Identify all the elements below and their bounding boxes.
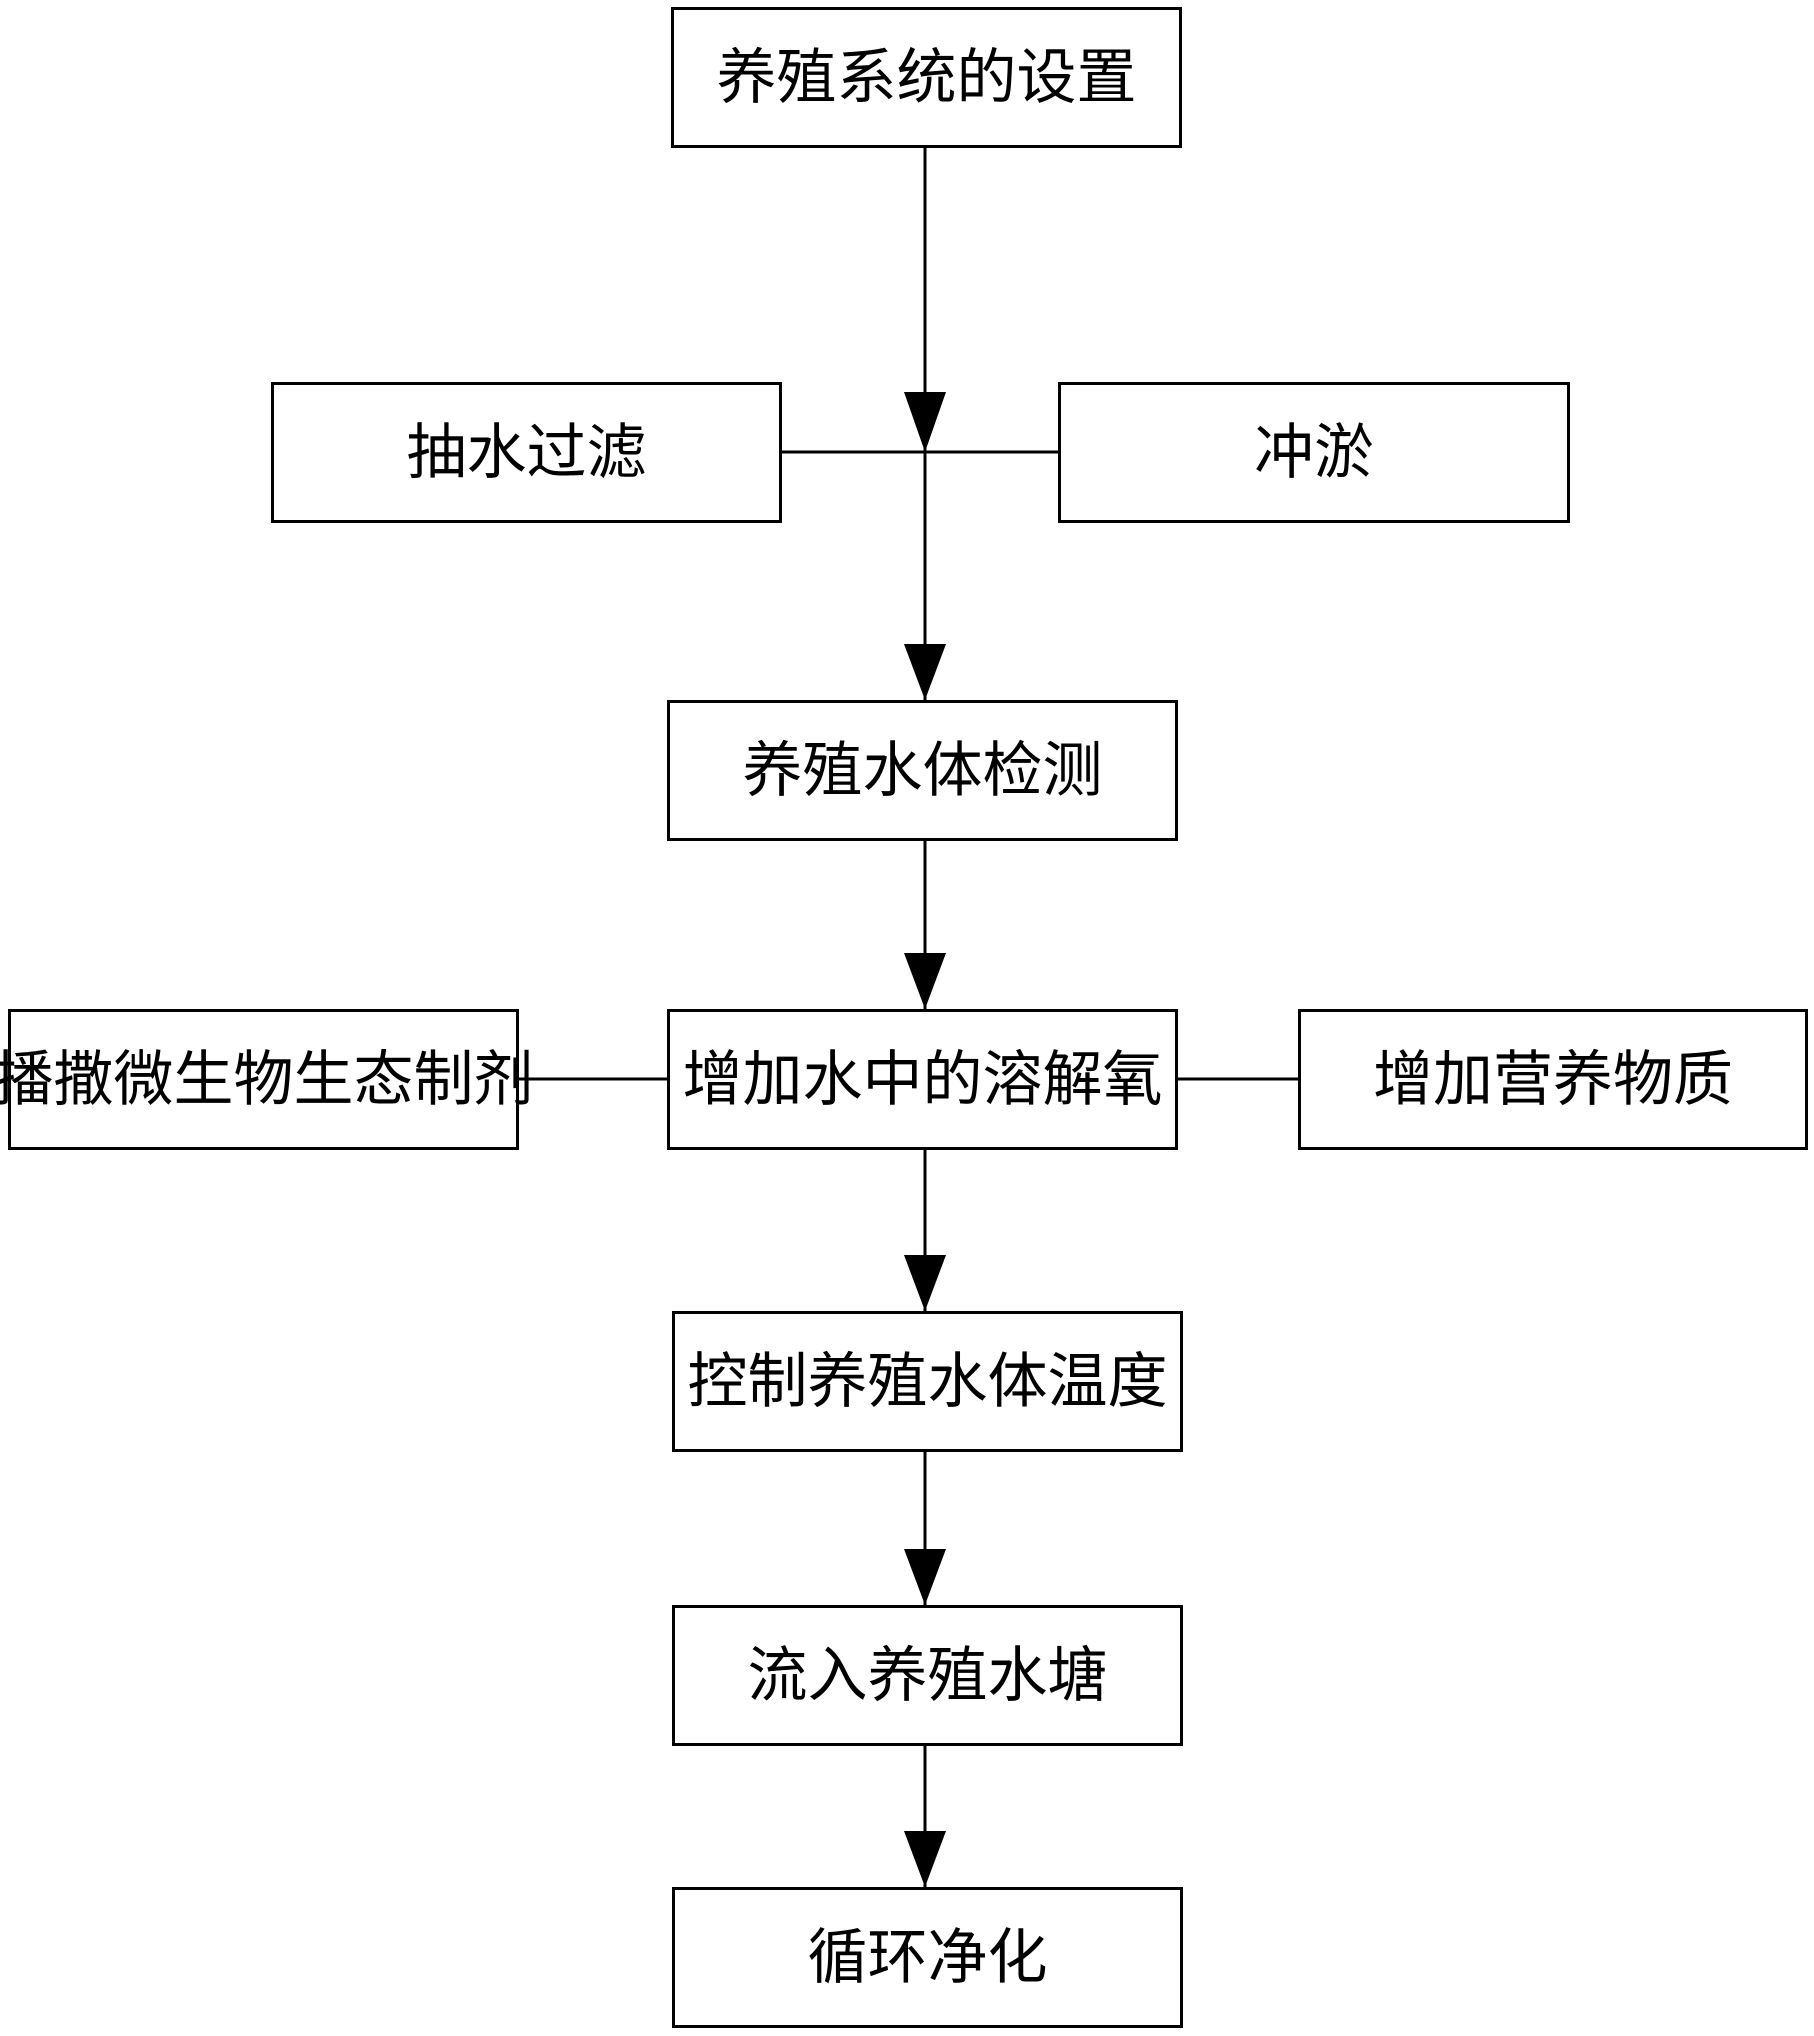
node-water-test-label: 养殖水体检测 [742, 735, 1103, 806]
arrowhead-setup-junction [904, 392, 946, 452]
node-purify: 循环净化 [672, 1887, 1183, 2028]
node-microbe: 播撒微生物生态制剂 [0, 1009, 534, 1150]
node-water-test: 养殖水体检测 [667, 700, 1178, 841]
node-flush-silt: 冲淤 [1058, 382, 1570, 523]
node-temperature: 控制养殖水体温度 [672, 1311, 1183, 1452]
node-pump-filter-label: 抽水过滤 [406, 417, 647, 488]
node-pump-filter: 抽水过滤 [271, 382, 782, 523]
node-nutrients-label: 增加营养物质 [1373, 1044, 1733, 1115]
node-flush-silt-label: 冲淤 [1254, 417, 1374, 488]
arrowhead-oxygen [904, 953, 946, 1009]
node-oxygen-label: 增加水中的溶解氧 [682, 1044, 1163, 1115]
arrowhead-water-test [904, 644, 946, 700]
node-nutrients: 增加营养物质 [1298, 1009, 1808, 1150]
arrowhead-pond [904, 1549, 946, 1605]
node-setup-label: 养殖系统的设置 [716, 42, 1137, 113]
node-temperature-label: 控制养殖水体温度 [687, 1346, 1168, 1417]
node-microbe-label: 播撒微生物生态制剂 [0, 1044, 534, 1115]
node-pond-label: 流入养殖水塘 [747, 1640, 1108, 1711]
arrowhead-purify [904, 1831, 946, 1887]
node-setup: 养殖系统的设置 [671, 7, 1182, 148]
node-pond: 流入养殖水塘 [672, 1605, 1183, 1746]
arrowhead-temperature [904, 1255, 946, 1311]
node-oxygen: 增加水中的溶解氧 [667, 1009, 1178, 1150]
node-purify-label: 循环净化 [807, 1922, 1048, 1993]
